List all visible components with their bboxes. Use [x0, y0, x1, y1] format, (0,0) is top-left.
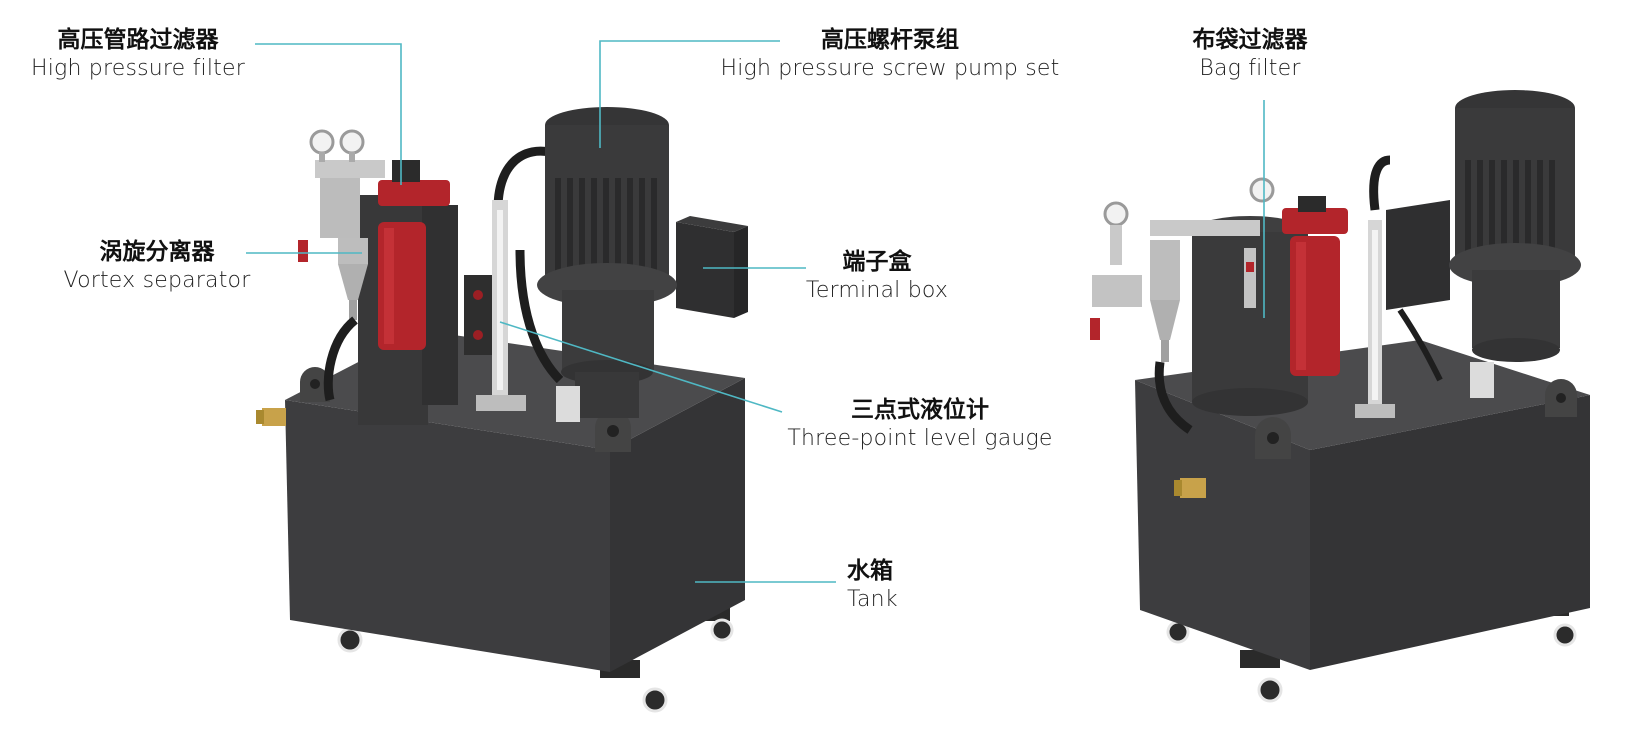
label-high-pressure-filter-zh: 高压管路过滤器 — [57, 27, 219, 53]
right-gauge-manifold — [1090, 177, 1275, 340]
left-leader-lines — [246, 40, 836, 583]
label-screw-pump: 高压螺杆泵组 High pressure screw pump set — [700, 26, 1080, 82]
left-screw-pump — [537, 107, 677, 422]
right-vortex-separator — [1150, 240, 1180, 362]
label-vortex-separator: 涡旋分离器 Vortex separator — [52, 238, 262, 294]
label-bag-filter-zh: 布袋过滤器 — [1192, 27, 1308, 53]
left-high-pressure-filter — [378, 160, 450, 350]
label-bag-filter: 布袋过滤器 Bag filter — [1170, 26, 1330, 82]
right-level-gauge — [1355, 220, 1395, 418]
right-water-unit — [1090, 90, 1590, 703]
left-vortex-separator — [338, 238, 368, 320]
label-high-pressure-filter: 高压管路过滤器 High pressure filter — [20, 26, 256, 82]
label-screw-pump-zh: 高压螺杆泵组 — [821, 27, 959, 53]
label-vortex-separator-en: Vortex separator — [63, 267, 251, 293]
left-water-unit — [246, 40, 836, 713]
label-tank: 水箱 Tank — [847, 557, 937, 613]
right-terminal-box — [1386, 200, 1450, 382]
label-level-gauge-zh: 三点式液位计 — [851, 397, 989, 423]
label-screw-pump-en: High pressure screw pump set — [720, 55, 1060, 81]
right-screw-pump — [1449, 90, 1581, 398]
right-tank — [1135, 340, 1590, 670]
label-level-gauge-en: Three-point level gauge — [787, 425, 1053, 451]
label-tank-en: Tank — [847, 586, 898, 612]
label-vortex-separator-zh: 涡旋分离器 — [99, 239, 215, 265]
left-gauge-manifold — [298, 129, 385, 262]
label-bag-filter-en: Bag filter — [1199, 55, 1301, 81]
label-level-gauge: 三点式液位计 Three-point level gauge — [755, 396, 1085, 452]
left-terminal-box — [676, 216, 748, 318]
label-terminal-box-zh: 端子盒 — [842, 249, 912, 275]
left-tank — [256, 330, 745, 672]
label-terminal-box: 端子盒 Terminal box — [792, 248, 962, 304]
label-terminal-box-en: Terminal box — [805, 277, 949, 303]
right-bag-filter — [1192, 216, 1308, 416]
right-high-pressure-filter — [1282, 196, 1348, 376]
label-tank-zh: 水箱 — [847, 558, 893, 584]
left-level-gauge — [464, 200, 526, 411]
label-high-pressure-filter-en: High pressure filter — [31, 55, 245, 81]
